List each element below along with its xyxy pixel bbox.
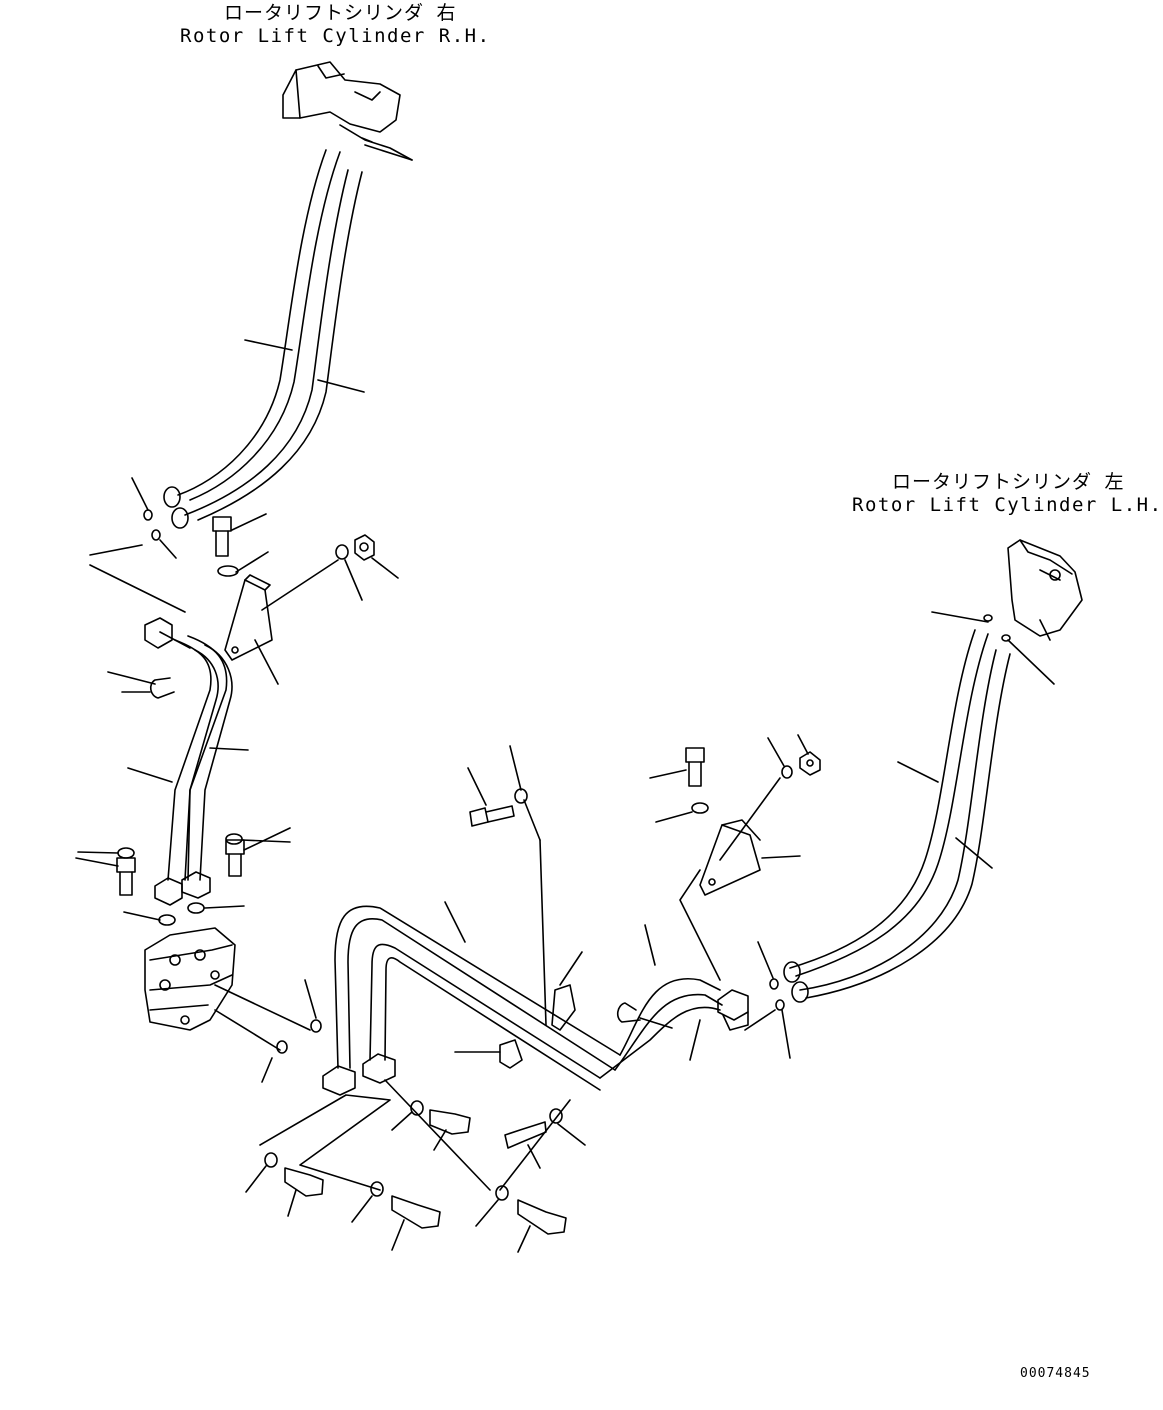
rh-cylinder-label-jp: ロータリフトシリンダ 右: [224, 2, 457, 24]
o-ring: [187, 902, 205, 914]
bolt: [225, 839, 245, 877]
washer: [225, 833, 243, 845]
leader-line: [467, 745, 541, 841]
leader-line: [131, 477, 149, 511]
tube-clip: [499, 984, 576, 1069]
rh-tube-pair: [167, 635, 233, 881]
washer: [335, 544, 349, 560]
lh-cylinder-label-en: Rotor Lift Cylinder L.H.: [852, 494, 1163, 516]
lh-cylinder: [1007, 539, 1083, 641]
bolt: [685, 747, 705, 787]
washer: [117, 847, 135, 859]
leader-line: [254, 639, 279, 685]
lh-hose-pair: [783, 629, 1011, 1003]
bottom-fasteners: [245, 1100, 586, 1253]
leader-line: [317, 379, 365, 393]
leader-line: [214, 984, 311, 1031]
leader-line: [744, 941, 791, 1059]
leader-line: [454, 951, 583, 1053]
leader-line: [159, 539, 177, 559]
leader-line: [75, 851, 119, 867]
leader-line: [364, 144, 413, 161]
leader-line: [209, 747, 249, 751]
o-ring: [276, 1040, 288, 1054]
leader-line: [444, 901, 466, 943]
o-ring: [775, 999, 785, 1011]
nut: [354, 534, 375, 561]
leader-line: [931, 611, 1055, 685]
washer: [217, 565, 239, 577]
center-tube-assembly: [334, 905, 723, 1091]
leader-line: [123, 905, 245, 921]
drawing-number: 00074845: [1020, 1366, 1091, 1381]
rh-cylinder: [282, 61, 413, 161]
leader-line: [231, 513, 269, 573]
leader-line: [689, 1019, 701, 1061]
o-ring: [310, 1019, 322, 1033]
valve-block: [144, 927, 236, 1031]
o-ring: [158, 914, 176, 926]
bracket: [699, 819, 761, 896]
leader-line: [261, 979, 317, 1083]
leader-line: [897, 761, 993, 869]
leader-line: [649, 769, 693, 823]
leader-line: [89, 544, 186, 613]
o-ring: [1001, 634, 1011, 642]
bolt: [116, 857, 136, 896]
nut: [799, 751, 821, 776]
leader-line: [261, 557, 399, 611]
flange-fitting: [322, 1053, 396, 1096]
leader-line: [241, 827, 291, 851]
leader-line: [679, 734, 809, 981]
bolt: [469, 805, 515, 827]
washer: [781, 765, 793, 779]
washer: [691, 802, 709, 814]
o-ring: [769, 978, 779, 990]
leader-line: [761, 855, 801, 859]
elbow-fitting: [717, 989, 749, 1031]
flange-fitting: [154, 871, 211, 906]
bracket: [224, 574, 273, 661]
leader-line: [244, 339, 293, 351]
leader-line: [214, 1009, 281, 1051]
leader-line: [644, 924, 656, 966]
rh-cylinder-label-en: Rotor Lift Cylinder R.H.: [180, 25, 491, 47]
u-clamp: [107, 671, 175, 699]
o-ring: [143, 509, 153, 521]
rh-hose-pair: [163, 149, 363, 529]
o-ring: [983, 614, 993, 622]
leader-line: [539, 839, 547, 1026]
lh-cylinder-label-jp: ロータリフトシリンダ 左: [892, 471, 1125, 493]
bolt: [212, 516, 232, 557]
leader-line: [127, 767, 173, 783]
u-clamp: [616, 1002, 673, 1029]
leader-line: [259, 1079, 571, 1191]
o-ring: [151, 529, 161, 541]
